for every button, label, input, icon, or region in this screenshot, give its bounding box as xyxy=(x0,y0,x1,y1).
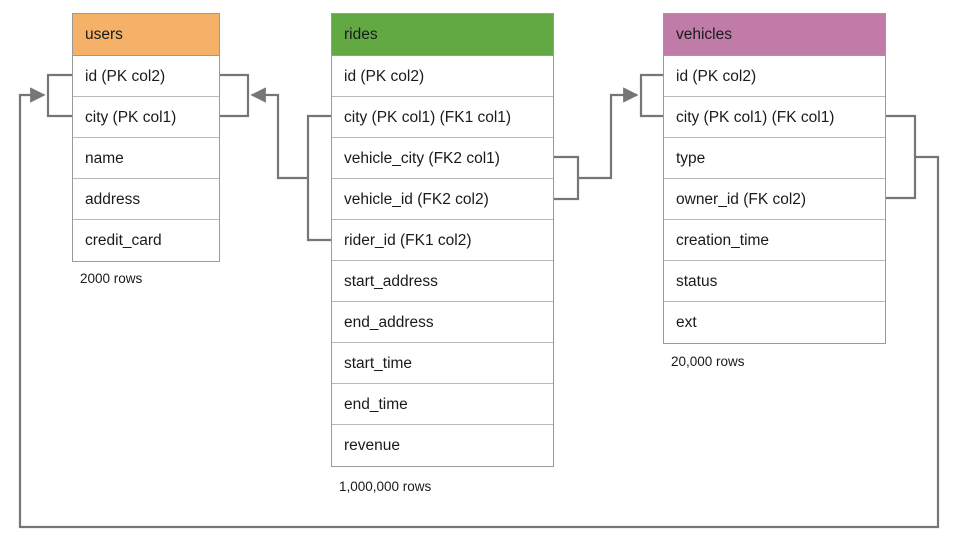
table-vehicles-column-owner-id[interactable]: owner_id (FK col2) xyxy=(664,179,885,220)
table-users-title: users xyxy=(73,14,219,56)
users-target-bracket-right xyxy=(220,73,250,118)
table-vehicles-column-ext[interactable]: ext xyxy=(664,302,885,343)
table-vehicles-column-id[interactable]: id (PK col2) xyxy=(664,56,885,97)
table-rides-column-vehicle-id[interactable]: vehicle_id (FK2 col2) xyxy=(332,179,553,220)
table-rides-column-city[interactable]: city (PK col1) (FK1 col1) xyxy=(332,97,553,138)
table-rides-column-rider-id[interactable]: rider_id (FK1 col2) xyxy=(332,220,553,261)
table-rides-title: rides xyxy=(332,14,553,56)
table-rides[interactable]: rides id (PK col2) city (PK col1) (FK1 c… xyxy=(331,13,554,467)
table-vehicles-column-creation-time[interactable]: creation_time xyxy=(664,220,885,261)
table-users-column-city[interactable]: city (PK col1) xyxy=(73,97,219,138)
table-users-column-address[interactable]: address xyxy=(73,179,219,220)
table-vehicles[interactable]: vehicles id (PK col2) city (PK col1) (FK… xyxy=(663,13,886,344)
table-rides-column-vehicle-city[interactable]: vehicle_city (FK2 col1) xyxy=(332,138,553,179)
table-rides-column-revenue[interactable]: revenue xyxy=(332,425,553,466)
table-users-column-credit-card[interactable]: credit_card xyxy=(73,220,219,261)
table-vehicles-row-count: 20,000 rows xyxy=(671,354,745,369)
wire-rides-fk2-to-vehicles xyxy=(554,73,663,201)
users-target-bracket xyxy=(46,73,72,118)
table-users-column-id[interactable]: id (PK col2) xyxy=(73,56,219,97)
table-vehicles-column-type[interactable]: type xyxy=(664,138,885,179)
table-rides-column-end-address[interactable]: end_address xyxy=(332,302,553,343)
table-rides-column-id[interactable]: id (PK col2) xyxy=(332,56,553,97)
table-users[interactable]: users id (PK col2) city (PK col1) name a… xyxy=(72,13,220,262)
table-vehicles-column-status[interactable]: status xyxy=(664,261,885,302)
table-rides-column-end-time[interactable]: end_time xyxy=(332,384,553,425)
table-rides-column-start-time[interactable]: start_time xyxy=(332,343,553,384)
table-vehicles-column-city[interactable]: city (PK col1) (FK col1) xyxy=(664,97,885,138)
wire-rides-fk1-to-users xyxy=(250,87,331,242)
table-vehicles-title: vehicles xyxy=(664,14,885,56)
table-users-column-name[interactable]: name xyxy=(73,138,219,179)
table-rides-column-start-address[interactable]: start_address xyxy=(332,261,553,302)
table-users-row-count: 2000 rows xyxy=(80,271,143,286)
table-rides-row-count: 1,000,000 rows xyxy=(339,479,432,494)
